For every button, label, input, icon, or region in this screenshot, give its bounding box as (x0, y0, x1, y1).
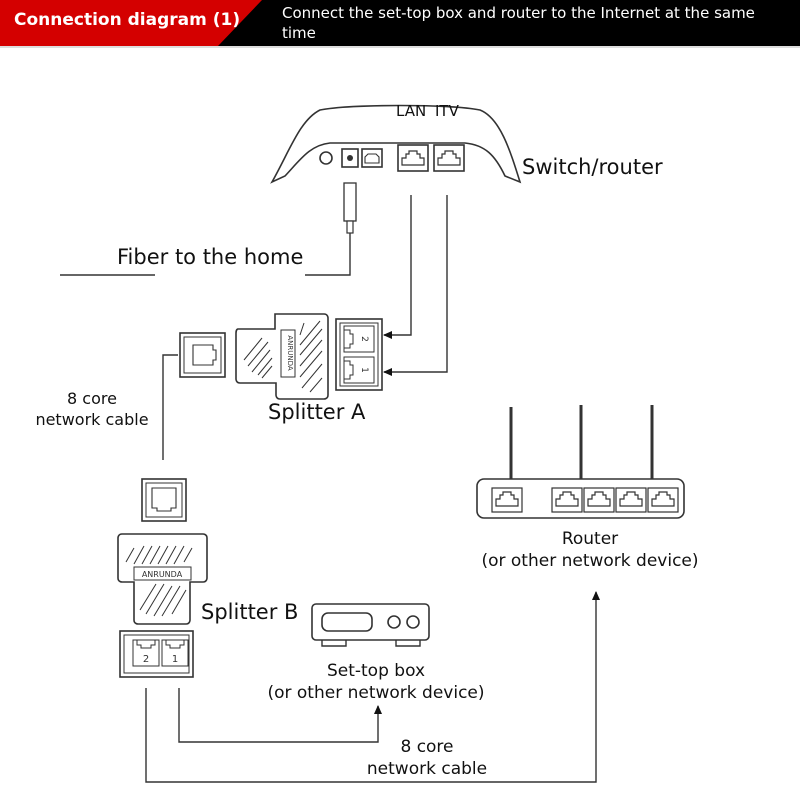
router-label-line2: (or other network device) (481, 551, 699, 571)
splitter-b-device (117, 478, 208, 678)
splitter-a-device (179, 313, 383, 400)
diagram-subtitle: Connect the set-top box and router to th… (282, 4, 755, 42)
set-top-box-label-line1: Set-top box (326, 661, 426, 681)
lan-to-splitter-a-cable (383, 195, 412, 339)
router-device (476, 405, 685, 519)
cable-bottom-line1: 8 core (400, 737, 454, 757)
header-banner: Connection diagram (1) Connect the set-t… (0, 0, 800, 46)
splitter-b-brand: ANRUNDA (142, 570, 183, 579)
fiber-cable (60, 182, 357, 276)
splitter-b-to-set-top-box-cable (178, 688, 382, 743)
splitter-a-port-2-label: 2 (359, 336, 369, 342)
router-label-line1: Router (561, 529, 619, 549)
switch-router-device (270, 104, 522, 184)
itv-port-label: ITV (435, 102, 459, 120)
router-label: Router (or other network device) (470, 528, 710, 572)
cable-bottom-line2: network cable (366, 759, 488, 779)
splitter-b-to-router-cable (145, 591, 600, 783)
header-divider (0, 46, 800, 48)
splitter-b-port-1-label: 1 (172, 654, 178, 665)
splitter-b-port-2-label: 2 (143, 654, 149, 665)
cable-bottom-label: 8 core network cable (357, 736, 497, 780)
header-red-tab (0, 0, 262, 46)
splitter-a-port-1-label: 1 (359, 367, 369, 373)
display-panel-icon (321, 612, 373, 632)
splitter-a-brand: ANRUNDA (286, 335, 294, 371)
fiber-label: Fiber to the home (117, 245, 304, 269)
splitter-a-label: Splitter A (268, 400, 366, 424)
diagram-title: Connection diagram (1) (14, 10, 241, 30)
power-button-icon (319, 151, 333, 165)
itv-to-splitter-a-cable (383, 195, 448, 376)
set-top-box-label-line2: (or other network device) (267, 683, 485, 703)
lan-port-label: LAN (396, 102, 427, 120)
splitter-b-label: Splitter B (201, 600, 299, 624)
set-top-box-device (311, 603, 430, 647)
set-top-box-label: Set-top box (or other network device) (250, 660, 502, 704)
switch-router-label: Switch/router (522, 155, 663, 179)
cable-left-line1: 8 core (67, 389, 117, 408)
cable-left-line2: network cable (35, 410, 149, 429)
splitter-a-to-b-cable (162, 354, 178, 460)
cable-left-label: 8 core network cable (22, 388, 162, 430)
